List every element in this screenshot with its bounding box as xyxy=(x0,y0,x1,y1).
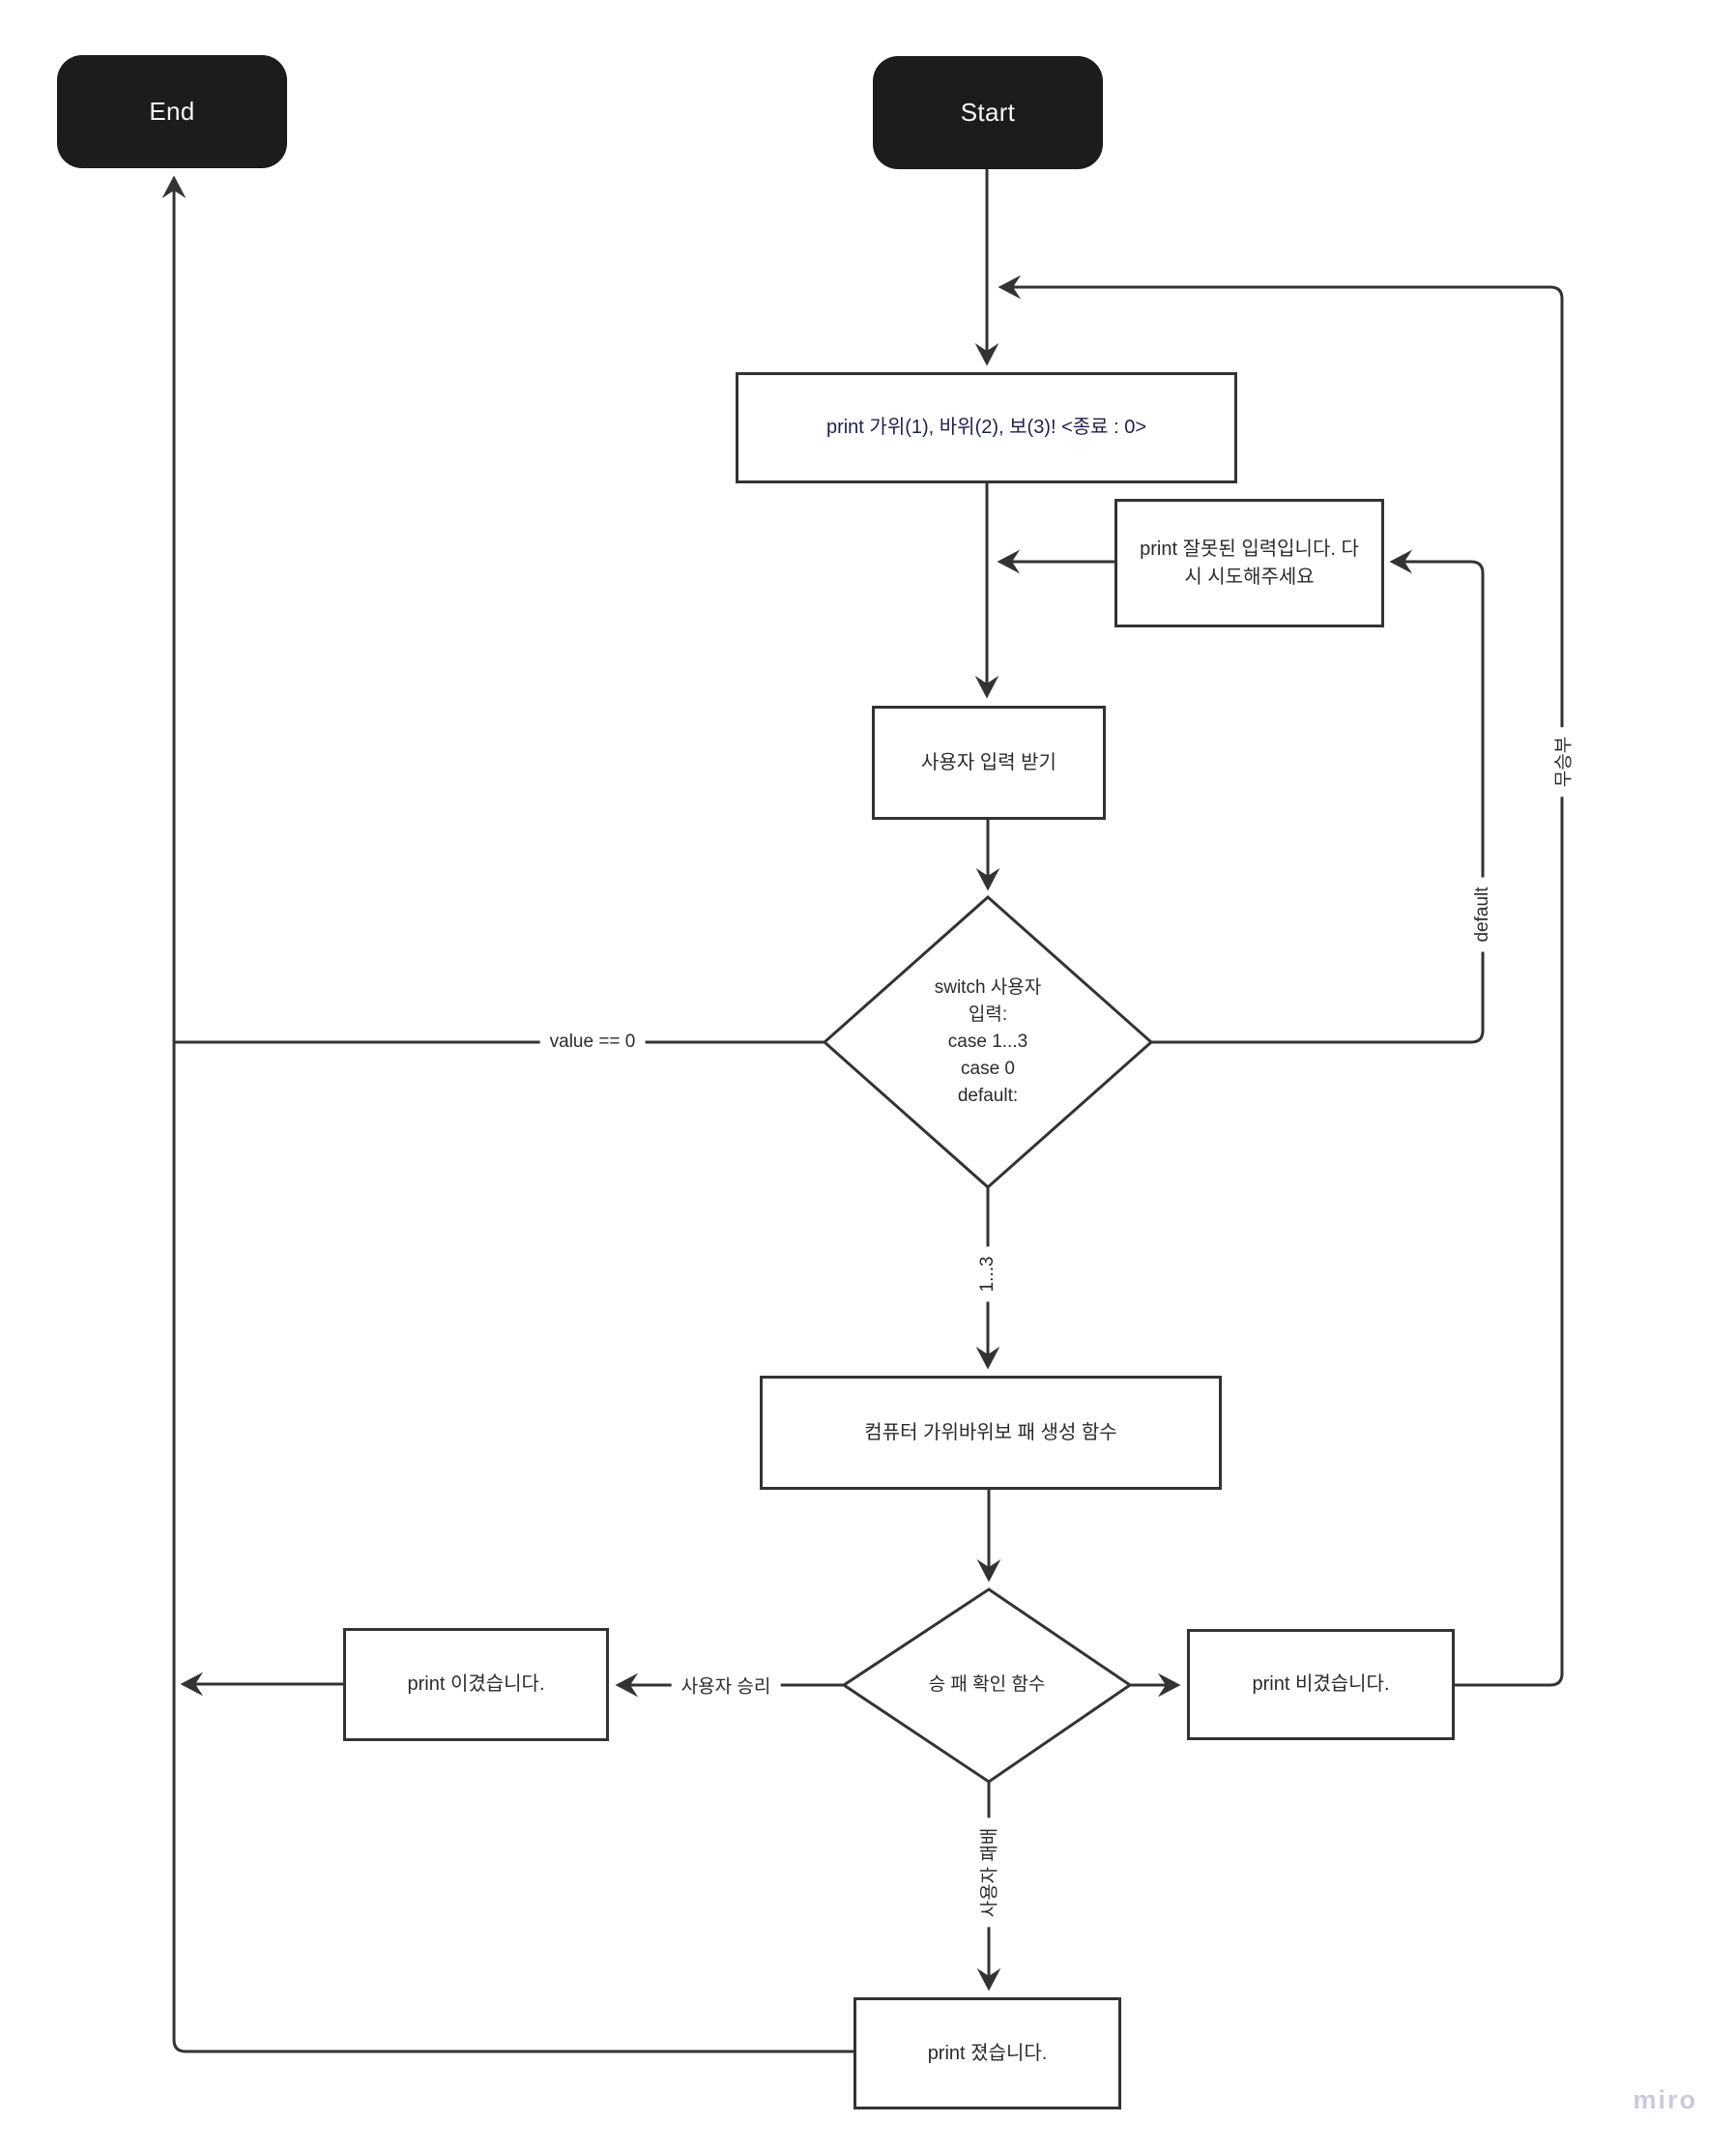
miro-watermark-logo: miro xyxy=(1633,2085,1697,2114)
start-node[interactable]: Start xyxy=(873,56,1103,169)
get-user-input-label: 사용자 입력 받기 xyxy=(921,751,1056,773)
win-loss-decision-label: 승 패 확인 함수 xyxy=(928,1674,1046,1695)
print-menu-label: print 가위(1), 바위(2), 보(3)! <종료 : 0> xyxy=(825,417,1147,438)
switch-decision-label: switch 사용자 입력: case 1...3 case 0 default… xyxy=(934,977,1042,1106)
edge-label-user-defeat[interactable]: 사용자 패배 xyxy=(972,1818,1003,1928)
print-win-node[interactable]: print 이겼습니다. xyxy=(343,1628,609,1741)
end-node[interactable]: End xyxy=(57,55,287,168)
print-draw-node[interactable]: print 비겼습니다. xyxy=(1187,1629,1455,1740)
edge-label-default[interactable]: default xyxy=(1470,877,1495,952)
edge-label-case-range[interactable]: 1...3 xyxy=(975,1246,1000,1302)
get-user-input-node[interactable]: 사용자 입력 받기 xyxy=(872,706,1106,820)
print-invalid-input-node[interactable]: print 잘못된 입력입니다. 다시 시도해주세요 xyxy=(1114,499,1384,627)
computer-hand-generator-node[interactable]: 컴퓨터 가위바위보 패 생성 함수 xyxy=(760,1376,1222,1490)
computer-hand-generator-label: 컴퓨터 가위바위보 패 생성 함수 xyxy=(864,1421,1117,1443)
end-node-label: End xyxy=(149,96,195,126)
edge-label-user-win[interactable]: 사용자 승리 xyxy=(671,1670,781,1701)
start-node-label: Start xyxy=(960,97,1016,127)
print-menu-node[interactable]: print 가위(1), 바위(2), 보(3)! <종료 : 0> xyxy=(736,372,1237,483)
print-lose-label: print 졌습니다. xyxy=(927,2042,1048,2064)
print-win-label: print 이겼습니다. xyxy=(407,1673,545,1695)
print-invalid-input-label: print 잘못된 입력입니다. 다시 시도해주세요 xyxy=(1140,538,1359,588)
edge-label-value-equals-zero[interactable]: value == 0 xyxy=(539,1030,646,1055)
print-draw-label: print 비겼습니다. xyxy=(1252,1673,1390,1695)
edge-label-draw[interactable]: 무승부 xyxy=(1547,726,1577,798)
print-lose-node[interactable]: print 졌습니다. xyxy=(854,1997,1121,2109)
